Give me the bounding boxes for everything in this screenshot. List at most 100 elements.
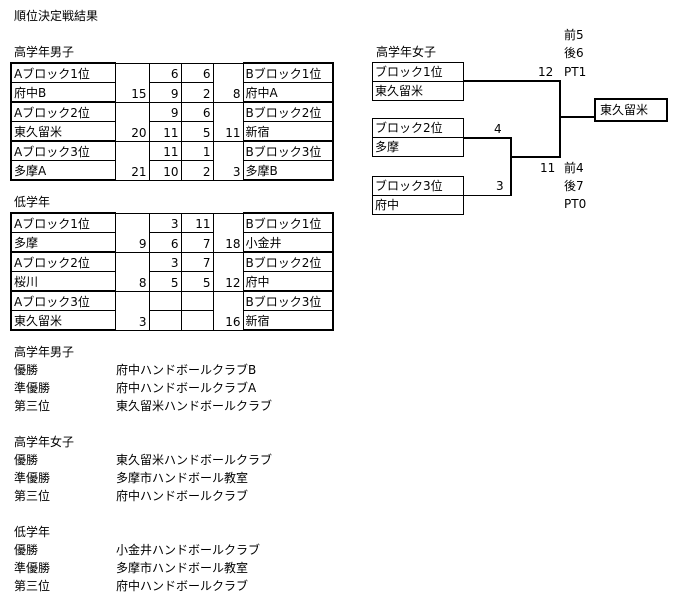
b-half1: [180, 290, 214, 311]
a-half2: 6: [148, 232, 182, 253]
b-total: 11: [212, 121, 244, 142]
block2-label: ブロック2位: [375, 121, 443, 135]
lower-title: 低学年: [14, 195, 51, 209]
champion-box: 東久留米: [594, 98, 668, 122]
b-half2: [180, 310, 214, 331]
summary-team: 府中ハンドボールクラブB: [116, 363, 257, 377]
a-half1: 9: [148, 101, 182, 122]
upper-boys-table: Aブロック1位 6 6 Bブロック1位 府中B 15 9 2 8 府中A Aブロ…: [10, 62, 334, 181]
bracket-line-block1: [463, 80, 560, 82]
b-total: 3: [212, 160, 244, 181]
a-total: 21: [114, 160, 150, 181]
b-half1: 6: [180, 101, 214, 122]
second-half-block1: 後6: [564, 46, 584, 60]
a-total: 20: [114, 121, 150, 142]
bracket-line-final: [560, 116, 594, 118]
summary-rank: 第三位: [14, 489, 51, 503]
a-total: 3: [114, 310, 150, 331]
a-half2: [148, 310, 182, 331]
b-label: Bブロック3位: [242, 140, 334, 161]
b-team: 多摩B: [242, 160, 334, 181]
a-half1: 3: [148, 251, 182, 272]
a-half1: 6: [148, 62, 182, 83]
summary-team: 府中ハンドボールクラブA: [116, 381, 257, 395]
b-half2: 5: [180, 121, 214, 142]
summary-rank: 優勝: [14, 543, 39, 557]
b-half2: 7: [180, 232, 214, 253]
a-half1: 11: [148, 140, 182, 161]
summary-rank: 準優勝: [14, 471, 51, 485]
second-half-semi: 後7: [564, 179, 584, 193]
b-half1: 7: [180, 251, 214, 272]
block3-label: ブロック3位: [375, 179, 443, 193]
summary-title: 低学年: [14, 525, 51, 539]
summary-team: 東久留米ハンドボールクラブ: [116, 399, 273, 413]
b-label: Bブロック1位: [242, 62, 334, 83]
block3-team: 府中: [373, 195, 463, 214]
a-team: 多摩: [10, 232, 116, 253]
summary-team: 多摩市ハンドボール教室: [116, 561, 249, 575]
b-team: 新宿: [242, 121, 334, 142]
a-label: Aブロック3位: [10, 290, 116, 311]
b-half2: 2: [180, 82, 214, 103]
b-team: 新宿: [242, 310, 334, 331]
summary-rank: 優勝: [14, 453, 39, 467]
a-half1: [148, 290, 182, 311]
summary-team: 多摩市ハンドボール教室: [116, 471, 249, 485]
a-label: Aブロック1位: [10, 62, 116, 83]
b-half1: 6: [180, 62, 214, 83]
summary-team: 府中ハンドボールクラブ: [116, 579, 249, 593]
b-total: 16: [212, 310, 244, 331]
summary-title: 高学年男子: [14, 345, 75, 359]
block3-box: ブロック3位 府中: [372, 176, 464, 215]
b-total: 12: [212, 271, 244, 292]
first-half-block1: 前5: [564, 28, 584, 42]
b-half2: 5: [180, 271, 214, 292]
a-half2: 11: [148, 121, 182, 142]
b-team: 小金井: [242, 232, 334, 253]
first-half-semi: 前4: [564, 161, 584, 175]
pt-semi: PT0: [564, 197, 587, 211]
final-score-semi: 11: [540, 161, 556, 175]
a-total: 9: [114, 232, 150, 253]
a-label: Aブロック3位: [10, 140, 116, 161]
bracket-line-semi-winner: [511, 156, 560, 158]
b-total: 18: [212, 232, 244, 253]
a-team: 多摩A: [10, 160, 116, 181]
b-half1: 11: [180, 212, 214, 233]
b-label: Bブロック1位: [242, 212, 334, 233]
a-team: 東久留米: [10, 121, 116, 142]
a-half2: 9: [148, 82, 182, 103]
a-label: Aブロック2位: [10, 101, 116, 122]
summary-rank: 準優勝: [14, 381, 51, 395]
summary-team: 小金井ハンドボールクラブ: [116, 543, 261, 557]
a-team: 桜川: [10, 271, 116, 292]
summary-rank: 準優勝: [14, 561, 51, 575]
a-label: Aブロック1位: [10, 212, 116, 233]
summary-team: 府中ハンドボールクラブ: [116, 489, 249, 503]
block1-label: ブロック1位: [375, 65, 443, 79]
b-label: Bブロック2位: [242, 251, 334, 272]
b-half2: 2: [180, 160, 214, 181]
b-team: 府中: [242, 271, 334, 292]
page-title: 順位決定戦結果: [14, 9, 99, 23]
a-label: Aブロック2位: [10, 251, 116, 272]
bracket-line-block2: [463, 137, 511, 139]
upper-boys-title: 高学年男子: [14, 45, 75, 59]
upper-girls-title: 高学年女子: [376, 45, 437, 59]
a-half2: 5: [148, 271, 182, 292]
block1-team: 東久留米: [373, 81, 463, 100]
a-team: 東久留米: [10, 310, 116, 331]
bracket-line-block3: [463, 195, 511, 196]
a-total: 15: [114, 82, 150, 103]
a-half2: 10: [148, 160, 182, 181]
summary-team: 東久留米ハンドボールクラブ: [116, 453, 273, 467]
block2-box: ブロック2位 多摩: [372, 118, 464, 157]
b-total: 8: [212, 82, 244, 103]
block1-box: ブロック1位 東久留米: [372, 62, 464, 101]
summary-rank: 優勝: [14, 363, 39, 377]
a-total: 8: [114, 271, 150, 292]
a-half1: 3: [148, 212, 182, 233]
summary-rank: 第三位: [14, 399, 51, 413]
b-label: Bブロック3位: [242, 290, 334, 311]
